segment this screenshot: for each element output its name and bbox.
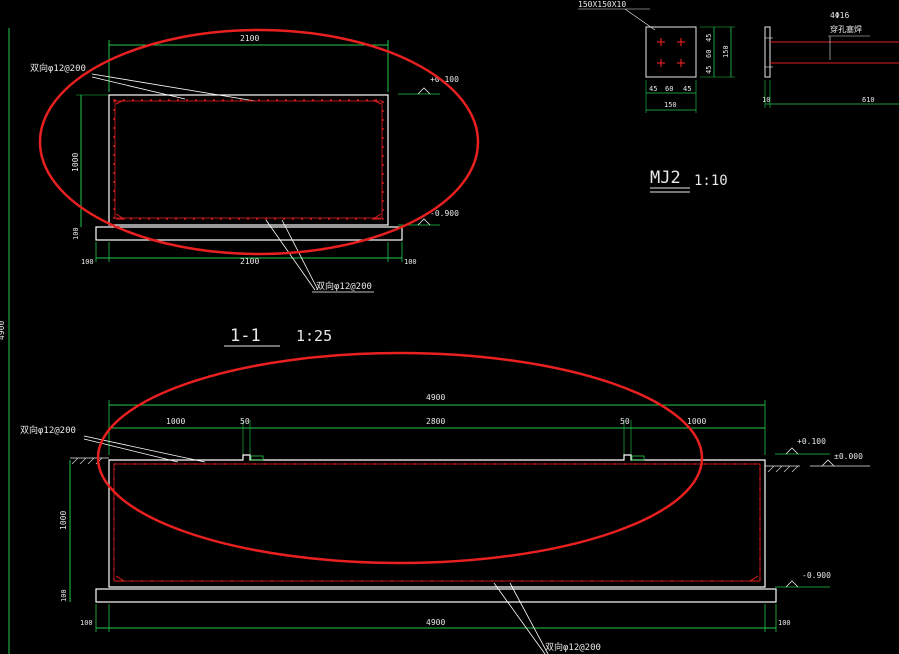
- bottom-section-dim-1000: 1000: [166, 417, 185, 426]
- bottom-section-level-top: +0.100: [797, 437, 826, 446]
- bottom-section-rebar-cage: [113, 463, 761, 582]
- bottom-section-bottom-right-dim: 100: [778, 619, 791, 627]
- section-label-scale: 1:25: [296, 327, 332, 345]
- top-section-level-bottom: -0.900: [430, 209, 459, 218]
- plate-dim-45-d: 45: [705, 66, 713, 74]
- bottom-section-rebar-bottom-label: 双向φ12@200: [545, 641, 601, 653]
- embedded-plate-detail: 150X150X10 45 60 45 150 45 60 45 150: [578, 0, 899, 193]
- bottom-section-highlight-ellipse: [96, 351, 704, 565]
- mj-name: MJ2: [650, 168, 681, 188]
- bottom-section-wall-outline: [108, 454, 766, 588]
- bottom-section-dim-2800: 2800: [426, 417, 445, 426]
- plate-dim-60-a: 60: [665, 85, 673, 93]
- bottom-section-dim-1000-b: 1000: [687, 417, 706, 426]
- section-label-name: 1-1: [230, 326, 261, 346]
- mj-scale: 1:10: [694, 173, 728, 189]
- top-section-height-dim: 1000: [71, 153, 80, 172]
- bottom-section-dim-50-b: 50: [620, 417, 630, 426]
- top-section-rebar-bottom-label: 双向φ12@200: [316, 280, 372, 292]
- bottom-section-rebar-top-label: 双向φ12@200: [20, 424, 76, 436]
- bottom-section-total-dim: 4900: [426, 393, 445, 402]
- plate-dim-150-b: 150: [722, 45, 730, 58]
- left-edge-dim-text: 4900: [0, 321, 6, 340]
- top-section-bottom-left-dim: 100: [81, 258, 94, 266]
- top-section-rebar-cage: [113, 99, 384, 220]
- plate-dim-45-a: 45: [649, 85, 657, 93]
- top-section-level-top: +0.100: [430, 75, 459, 84]
- bar-label: 4Φ16: [830, 11, 849, 20]
- top-section: 2100 双向φ12@200 +0.100 -0.900 1000 100: [30, 28, 480, 293]
- plate-label: 150X150X10: [578, 0, 626, 9]
- bottom-section-level-ground: ±0.000: [834, 452, 863, 461]
- plate-dim-45-b: 45: [683, 85, 691, 93]
- bottom-section-bottom-left-dim: 100: [80, 619, 93, 627]
- top-section-bottom-mid-dim: 2100: [240, 257, 259, 266]
- top-section-rebar-top-label: 双向φ12@200: [30, 62, 86, 74]
- plate-dim-150-a: 150: [664, 101, 677, 109]
- left-edge-dimension: 4900: [0, 28, 10, 654]
- plate-dim-60-b: 60: [705, 50, 713, 58]
- bottom-section: 4900 1000 50 2800 50 1000 双向φ12@200: [20, 351, 870, 654]
- bottom-section-base-dim: 100: [60, 589, 68, 602]
- top-section-base-dim: 100: [72, 227, 80, 240]
- top-section-top-dim: 2100: [240, 34, 259, 43]
- section-label: 1-1 1:25: [224, 326, 332, 347]
- top-section-bottom-right-dim: 100: [404, 258, 417, 266]
- bottom-section-level-bottom: -0.900: [802, 571, 831, 580]
- bottom-section-base-slab: [95, 588, 777, 603]
- bottom-section-bottom-mid-dim: 4900: [426, 618, 445, 627]
- plate-square: [645, 26, 697, 78]
- top-section-wall-outline: [108, 94, 389, 226]
- bottom-section-height-dim: 1000: [59, 511, 68, 530]
- plate-dim-45-c: 45: [705, 34, 713, 42]
- top-section-base-slab: [95, 226, 403, 241]
- top-section-highlight-ellipse: [38, 28, 480, 256]
- side-dim-10: 10: [762, 96, 770, 104]
- bottom-section-dim-50-a: 50: [240, 417, 250, 426]
- bar-sublabel: 穿孔塞焊: [830, 24, 862, 34]
- side-dim-610: 610: [862, 96, 875, 104]
